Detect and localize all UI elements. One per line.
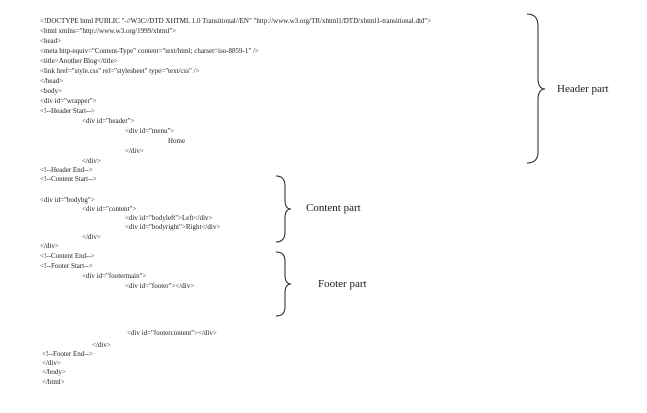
header-part-label: Header part — [557, 83, 609, 95]
footer-brace — [275, 251, 292, 317]
code-line-header-open: <div id="header"> — [82, 117, 135, 125]
code-line-footermain-open: <div id="footermain"> — [82, 272, 147, 280]
content-brace — [275, 175, 292, 243]
code-line-doctype: <!DOCTYPE html PUBLIC "-//W3C//DTD XHTML… — [40, 17, 432, 25]
code-line-content-open: <div id="content"> — [82, 205, 137, 213]
code-line-html-close: </html> — [42, 378, 65, 386]
code-line-link: <link href="style.css" rel="stylesheet" … — [40, 67, 200, 75]
code-line-body-open: <body> — [40, 87, 62, 95]
code-line-header-close: </div> — [82, 157, 101, 165]
code-line-wrapper-close: </div> — [42, 359, 61, 367]
code-line-footer: <div id="footer"></div> — [125, 282, 195, 290]
code-line-content-end-comment: <!--Content End--> — [40, 252, 95, 260]
code-line-bodybg-close: </div> — [40, 242, 59, 250]
code-line-footer-start-comment: <!--Footer Start--> — [40, 262, 93, 270]
code-line-menu-home: Home — [168, 137, 186, 145]
code-line-title: <title>Another Blog</title> — [40, 57, 118, 65]
code-line-footermain-close: </div> — [92, 341, 111, 349]
code-line-body-close: </body> — [42, 368, 66, 376]
code-line-wrapper-open: <div id="wrapper"> — [40, 97, 97, 105]
code-line-content-start-comment: <!--Content Start--> — [40, 175, 97, 183]
content-part-label: Content part — [306, 202, 361, 214]
code-line-footer-end-comment: <!--Footer End--> — [42, 350, 93, 358]
code-line-head-open: <head> — [40, 37, 62, 45]
code-line-content-close: </div> — [82, 233, 101, 241]
code-line-header-end-comment: <!--Header End--> — [40, 166, 93, 174]
footer-part-label: Footer part — [318, 278, 367, 290]
code-line-footercontent: <div id="footercontent"></div> — [127, 329, 217, 337]
code-line-bodyright: <div id="bodyright">Right</div> — [125, 223, 221, 231]
code-line-head-close: </head> — [40, 77, 64, 85]
header-brace — [526, 13, 546, 164]
code-line-bodyleft: <div id="bodyleft">Left</div> — [125, 214, 213, 222]
code-line-meta: <meta http-equiv="Content-Type" content=… — [40, 47, 259, 55]
code-line-menu-open: <div id="menu"> — [125, 127, 175, 135]
code-line-html-open: <html xmlns="http://www.w3.org/1999/xhtm… — [40, 27, 177, 35]
code-line-bodybg-open: <div id="bodybg"> — [40, 196, 95, 204]
code-line-menu-close: </div> — [125, 147, 144, 155]
code-line-header-start-comment: <!--Header Start--> — [40, 107, 95, 115]
